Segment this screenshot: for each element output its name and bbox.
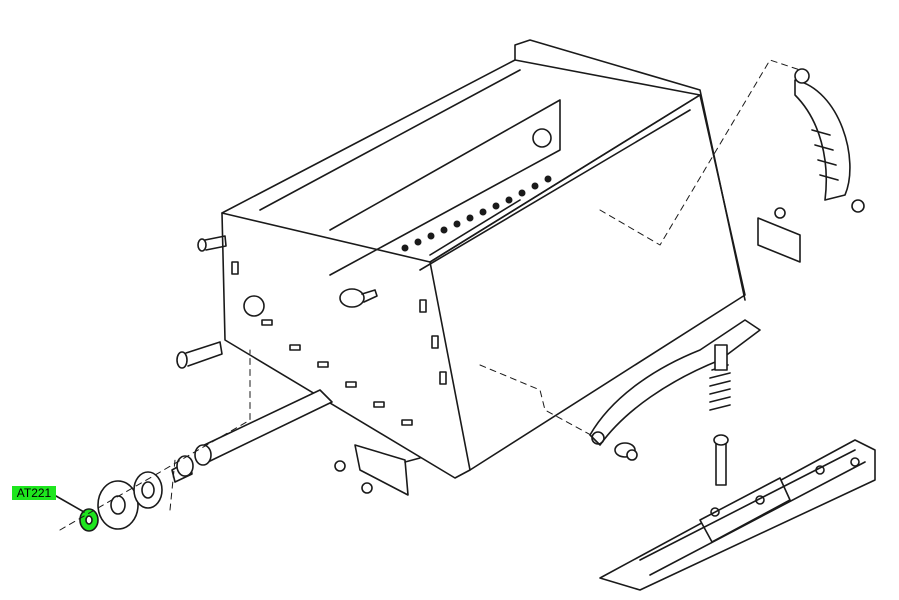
washer-at221[interactable]: [79, 508, 99, 532]
side-slots: [231, 261, 447, 426]
dashed-guides: [59, 59, 801, 531]
hole-row: [401, 175, 552, 252]
right-bracket: [757, 207, 801, 263]
bolt-left-lower: [176, 341, 223, 369]
pin: [713, 434, 729, 486]
shaft: [194, 389, 333, 466]
screws-bottom: [334, 457, 421, 494]
callout-leader: [55, 495, 85, 513]
right-guard: [794, 68, 865, 213]
callout-label-at221[interactable]: AT221: [12, 486, 56, 500]
spring: [709, 344, 731, 411]
knob: [339, 288, 378, 308]
frame-body: [221, 39, 746, 479]
bearing-hole: [243, 295, 265, 317]
bottom-rail: [599, 439, 876, 591]
lever-arm: [589, 319, 761, 461]
bearing-hole-top: [532, 128, 552, 148]
pulley-assembly: [97, 455, 194, 530]
bolt-left-upper: [197, 235, 227, 252]
bracket-bottom: [354, 444, 409, 496]
